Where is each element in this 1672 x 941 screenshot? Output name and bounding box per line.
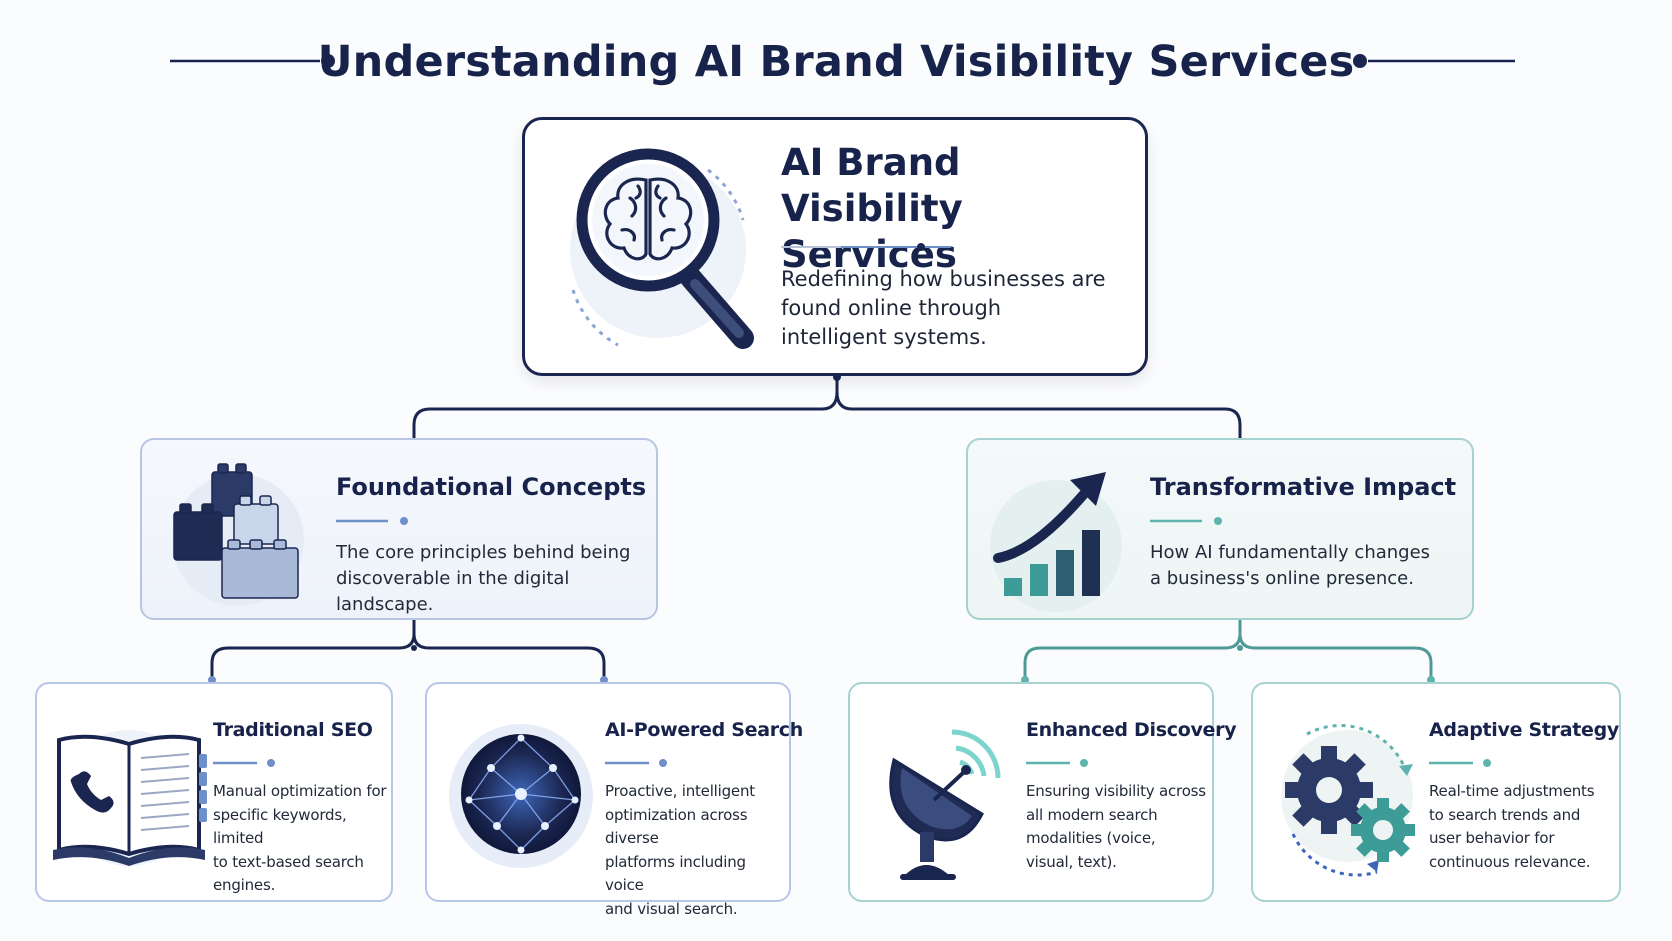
connector-root-left xyxy=(412,375,839,440)
transformative-desc-line2: a business's online presence. xyxy=(1150,568,1414,589)
transformative-separator xyxy=(1150,517,1222,525)
main-desc-line2: found online through xyxy=(781,296,1002,320)
traditional-seo-card: Traditional SEO Manual optimization for … xyxy=(35,682,393,902)
adaptive-strategy-desc-line3: user behavior for xyxy=(1429,829,1555,847)
traditional-seo-desc-line2: specific keywords, limited xyxy=(213,805,347,848)
ai-powered-search-desc-line2: optimization across diverse xyxy=(605,805,748,848)
adaptive-strategy-separator xyxy=(1429,759,1491,767)
building-blocks-icon xyxy=(172,463,304,606)
connector-blue-left xyxy=(210,618,416,682)
gears-cycle-icon xyxy=(1281,724,1415,877)
connector-teal-right xyxy=(1238,618,1433,682)
enhanced-discovery-desc-line3: modalities (voice, xyxy=(1026,829,1156,847)
brain-magnifier-icon xyxy=(570,148,754,349)
title-left-ornament xyxy=(170,54,335,68)
enhanced-discovery-desc-line4: visual, text). xyxy=(1026,852,1117,871)
foundational-desc-line2: discoverable in the digital landscape. xyxy=(336,568,570,615)
ai-powered-search-desc-line1: Proactive, intelligent xyxy=(605,782,755,800)
foundational-separator xyxy=(336,517,408,525)
main-heading-line1: AI Brand xyxy=(781,141,961,184)
adaptive-strategy-heading: Adaptive Strategy xyxy=(1429,719,1620,741)
adaptive-strategy-desc-line1: Real-time adjustments xyxy=(1429,782,1595,800)
adaptive-strategy-desc-line4: continuous relevance. xyxy=(1429,852,1591,871)
main-heading-line2: Visibility Services xyxy=(781,187,963,276)
traditional-seo-heading: Traditional SEO xyxy=(213,719,373,741)
satellite-dish-icon xyxy=(889,729,1001,880)
enhanced-discovery-separator xyxy=(1026,759,1088,767)
main-desc-line3: intelligent systems. xyxy=(781,325,987,349)
foundational-heading: Foundational Concepts xyxy=(336,473,647,501)
growth-chart-icon xyxy=(990,472,1122,612)
ai-powered-search-desc-line3: platforms including voice xyxy=(605,852,746,895)
main-desc-line1: Redefining how businesses are xyxy=(781,267,1106,291)
enhanced-discovery-card: Enhanced Discovery Ensuring visibility a… xyxy=(848,682,1237,902)
connector-blue-right xyxy=(412,618,606,682)
enhanced-discovery-desc-line2: all modern search xyxy=(1026,805,1158,824)
ai-powered-search-heading: AI-Powered Search xyxy=(605,719,803,741)
main-separator xyxy=(781,243,951,251)
transformative-heading: Transformative Impact xyxy=(1150,473,1457,501)
enhanced-discovery-desc-line1: Ensuring visibility across xyxy=(1026,782,1206,800)
transformative-desc-line1: How AI fundamentally changes xyxy=(1150,542,1431,563)
adaptive-strategy-card: Adaptive Strategy Real-time adjustments … xyxy=(1251,682,1621,902)
connector-root-right xyxy=(835,375,1242,440)
ai-powered-search-card: AI-Powered Search Proactive, intelligent… xyxy=(425,682,803,918)
main-card: AI Brand Visibility Services Redefining … xyxy=(522,117,1148,376)
enhanced-discovery-heading: Enhanced Discovery xyxy=(1026,719,1237,741)
foundational-desc-line1: The core principles behind being xyxy=(336,542,631,563)
traditional-seo-separator xyxy=(213,759,275,767)
connector-teal-left xyxy=(1023,618,1242,682)
transformative-impact-card: Transformative Impact How AI fundamental… xyxy=(966,438,1474,620)
ai-powered-search-desc-line4: and visual search. xyxy=(605,899,738,918)
adaptive-strategy-desc-line2: to search trends and xyxy=(1429,805,1581,824)
phone-book-icon xyxy=(53,730,207,866)
foundational-concepts-card: Foundational Concepts The core principle… xyxy=(140,438,658,620)
traditional-seo-desc-line3: to text-based search xyxy=(213,852,364,871)
title-row: Understanding AI Brand Visibility Servic… xyxy=(0,30,1672,100)
traditional-seo-desc-line1: Manual optimization for xyxy=(213,782,387,800)
network-globe-icon xyxy=(449,724,593,868)
traditional-seo-desc-line4: engines. xyxy=(213,876,276,894)
page-title: Understanding AI Brand Visibility Servic… xyxy=(317,37,1355,87)
ai-powered-search-separator xyxy=(605,759,667,767)
title-right-ornament xyxy=(1353,54,1515,68)
